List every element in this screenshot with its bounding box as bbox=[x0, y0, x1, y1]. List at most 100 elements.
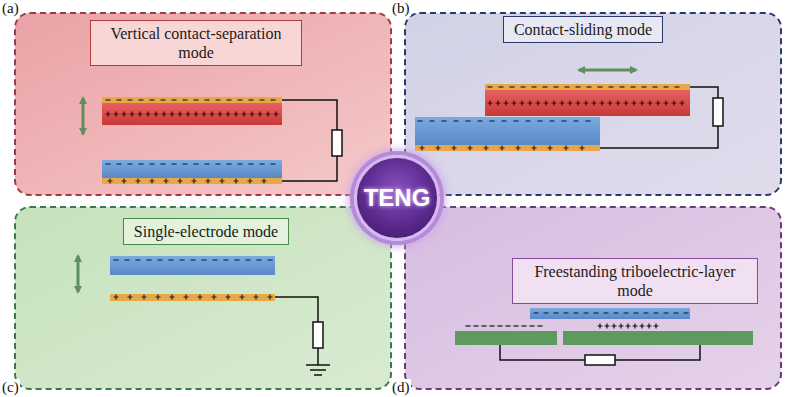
negative-charge bbox=[442, 120, 447, 121]
positive-charge bbox=[248, 179, 253, 184]
negative-charge bbox=[538, 325, 543, 326]
positive-charge bbox=[564, 146, 569, 151]
negative-charge bbox=[514, 325, 519, 326]
negative-charge bbox=[128, 163, 133, 164]
positive-charge bbox=[600, 101, 605, 106]
negative-charge bbox=[117, 99, 122, 100]
negative-charge bbox=[506, 325, 511, 326]
single-electrode-device bbox=[78, 256, 330, 375]
positive-charge bbox=[605, 324, 610, 329]
positive-charge bbox=[122, 179, 127, 184]
positive-charge bbox=[632, 101, 637, 106]
mode-title: Single-electrode mode bbox=[134, 223, 278, 240]
negative-charge bbox=[249, 163, 254, 164]
negative-charge bbox=[180, 259, 185, 260]
positive-charge bbox=[250, 112, 255, 117]
motion-arrow bbox=[82, 98, 85, 134]
positive-charge bbox=[619, 324, 624, 329]
positive-charge bbox=[220, 179, 225, 184]
negative-charge bbox=[227, 99, 232, 100]
panel-label: (b) bbox=[391, 0, 411, 16]
panel-label: (d) bbox=[391, 379, 411, 395]
negative-charge bbox=[271, 99, 276, 100]
negative-charge bbox=[514, 120, 519, 121]
negative-charge bbox=[675, 86, 680, 87]
electrode bbox=[102, 97, 282, 103]
negative-charge bbox=[538, 120, 543, 121]
negative-charge bbox=[554, 312, 559, 313]
positive-charge bbox=[468, 146, 473, 151]
positive-charge bbox=[536, 101, 541, 106]
negative-charge bbox=[490, 120, 495, 121]
positive-charge bbox=[130, 112, 135, 117]
negative-charge bbox=[609, 86, 614, 87]
electrode bbox=[455, 331, 557, 345]
negative-charge bbox=[526, 120, 531, 121]
positive-charge bbox=[500, 146, 505, 151]
negative-charge bbox=[598, 86, 603, 87]
negative-charge bbox=[620, 86, 625, 87]
negative-charge bbox=[213, 259, 218, 260]
positive-charge bbox=[136, 179, 141, 184]
negative-charge bbox=[543, 86, 548, 87]
panel-ground bbox=[405, 207, 781, 389]
tribo-layer bbox=[102, 103, 282, 125]
positive-charge bbox=[568, 101, 573, 106]
negative-charge bbox=[634, 312, 639, 313]
negative-charge bbox=[521, 86, 526, 87]
positive-charge bbox=[114, 112, 119, 117]
negative-charge bbox=[227, 163, 232, 164]
positive-charge bbox=[178, 112, 183, 117]
positive-charge bbox=[516, 146, 521, 151]
mode-panel: (d)Freestanding triboelectric-layer mode bbox=[404, 206, 782, 390]
negative-charge bbox=[490, 325, 495, 326]
panel-label: (a) bbox=[1, 0, 20, 16]
electrode bbox=[485, 84, 690, 90]
positive-charge bbox=[218, 112, 223, 117]
negative-charge bbox=[216, 99, 221, 100]
panel-grounds bbox=[15, 13, 781, 389]
positive-charge bbox=[532, 146, 537, 151]
positive-charge bbox=[598, 324, 603, 329]
negative-charge bbox=[564, 312, 569, 313]
tribo-layer bbox=[110, 256, 275, 275]
negative-charge bbox=[530, 325, 535, 326]
positive-charge bbox=[420, 146, 425, 151]
positive-charge bbox=[242, 112, 247, 117]
positive-charge bbox=[488, 101, 493, 106]
negative-charge bbox=[478, 120, 483, 121]
positive-charge bbox=[170, 112, 175, 117]
negative-charge bbox=[502, 120, 507, 121]
negative-charge bbox=[576, 86, 581, 87]
electrode bbox=[415, 145, 600, 151]
positive-charge bbox=[206, 179, 211, 184]
positive-charge bbox=[560, 101, 565, 106]
positive-charge bbox=[274, 112, 279, 117]
negative-charge bbox=[586, 120, 591, 121]
positive-charge bbox=[128, 295, 133, 300]
positive-charge bbox=[528, 101, 533, 106]
negative-charge bbox=[544, 312, 549, 313]
tribo-layer bbox=[415, 117, 600, 145]
positive-charge bbox=[640, 101, 645, 106]
negative-charge bbox=[257, 259, 262, 260]
positive-charge bbox=[254, 295, 259, 300]
electrode bbox=[110, 294, 275, 301]
negative-charge bbox=[114, 259, 119, 260]
positive-charge bbox=[484, 146, 489, 151]
negative-charge bbox=[565, 86, 570, 87]
positive-charge bbox=[624, 101, 629, 106]
contact-separation-device bbox=[83, 97, 342, 184]
tribo-layer bbox=[102, 160, 282, 178]
teng-badge: TENG bbox=[354, 155, 440, 241]
positive-charge bbox=[226, 295, 231, 300]
panel-ground bbox=[15, 207, 391, 389]
positive-charge bbox=[240, 295, 245, 300]
positive-charge bbox=[548, 146, 553, 151]
resistor-symbol bbox=[313, 322, 323, 348]
contact-sliding-device bbox=[415, 70, 723, 151]
mode-title: Vertical contact-separation mode bbox=[110, 25, 281, 61]
positive-charge bbox=[608, 101, 613, 106]
badge-text: TENG bbox=[364, 184, 431, 212]
negative-charge bbox=[205, 163, 210, 164]
